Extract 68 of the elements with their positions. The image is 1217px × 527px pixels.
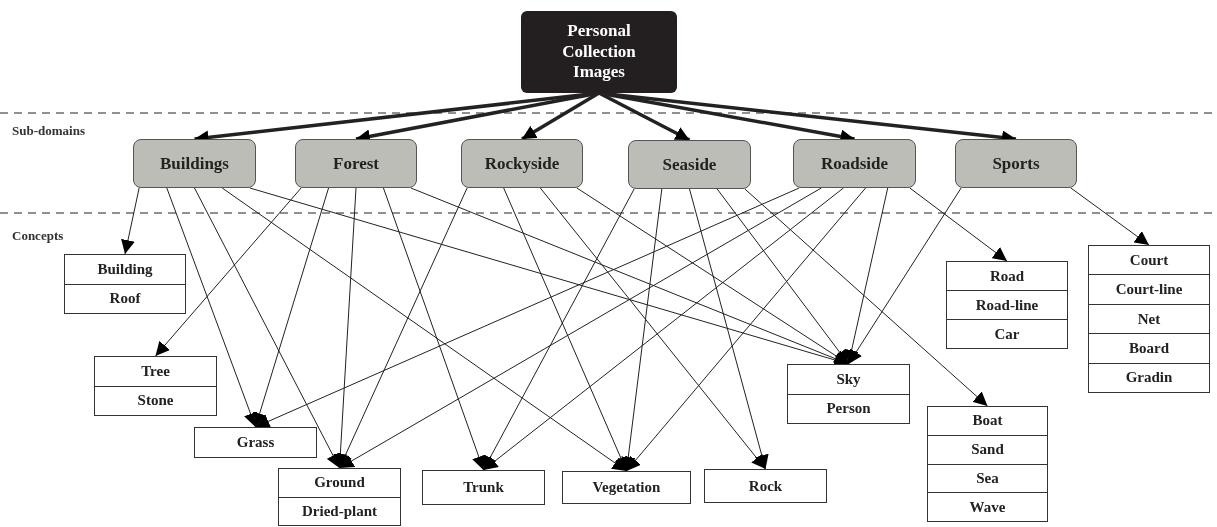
arrow [503,187,628,472]
arrow [844,187,889,365]
section-label: Concepts [12,227,64,245]
arrow [255,187,800,428]
arrow [483,188,635,471]
concept-label: Court-line [1089,274,1209,304]
concept-label: Road-line [947,290,1067,319]
section-label: Sub-domains [12,122,85,140]
arrow [626,187,867,472]
concept-label: Board [1089,333,1209,363]
arrow [221,187,627,472]
concept-box [704,469,827,503]
arrow [483,187,844,471]
concept-box [94,356,217,416]
concept-label: Sand [928,434,1047,464]
arrow [339,187,822,469]
concept-label: Ground [313,473,366,493]
concept-label: Trunk [462,478,505,497]
arrow [689,188,769,470]
concept-label: Dried-plant [279,496,400,525]
arrow [194,187,340,469]
subdomain-box: Roadside [793,139,916,188]
subdomain-box: Rockyside [461,139,583,188]
concept-box [1088,245,1210,393]
arrow [333,187,357,469]
concept-label: Person [788,393,909,423]
concept-label: Rock [747,476,784,496]
concept-box [278,468,401,526]
concept-label: Stone [95,385,216,415]
concept-label: Court [1128,250,1170,270]
concept-label: Wave [928,492,1047,521]
arrow [716,188,849,365]
concept-label: Vegetation [591,478,662,497]
concept-label: Sky [835,369,862,389]
concept-box [562,471,691,504]
concept-label: Roof [65,283,185,313]
concept-box [787,364,910,424]
subdomain-box: Buildings [133,139,256,188]
concept-box [946,261,1068,349]
concept-label: Gradin [1089,362,1209,393]
concept-label: Car [947,319,1067,348]
concept-label: Road [988,266,1026,286]
concept-box [927,406,1048,522]
arrow [1070,187,1150,246]
concept-label: Net [1089,303,1209,334]
concept-box [194,427,317,458]
subdomain-box: Forest [295,139,417,188]
concept-label: Grass [235,433,276,452]
concept-label: Sea [928,463,1047,493]
arrow [121,187,140,255]
concept-label: Building [96,259,154,279]
arrow [338,187,468,469]
concept-label: Boat [971,411,1004,431]
arrow [166,187,258,428]
concept-label: Tree [140,361,171,381]
subdomain-box: Sports [955,139,1077,188]
arrow [744,188,988,407]
subdomain-box: Seaside [628,140,751,189]
root-box: Personal Collection Images [521,11,677,93]
arrow [382,187,486,471]
arrow [909,187,1008,262]
arrow [621,188,663,472]
arrow [252,187,330,428]
arrow [848,187,962,365]
arrow [539,187,766,470]
concept-box [422,470,545,505]
arrow [155,187,302,357]
concept-box [64,254,186,314]
